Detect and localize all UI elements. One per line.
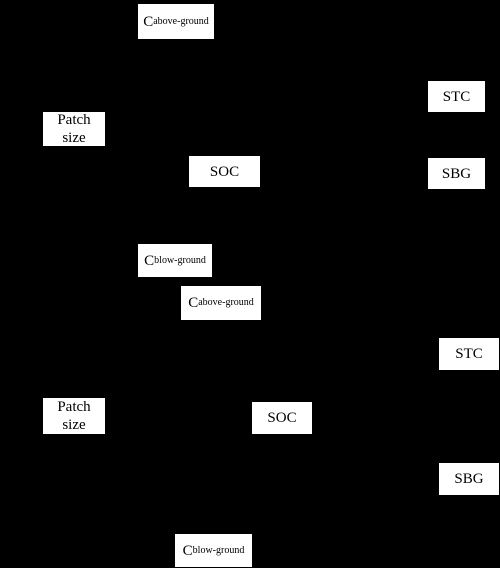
node-label: SBG bbox=[441, 165, 472, 182]
node-label-main: C bbox=[182, 542, 193, 559]
node-label: SOC bbox=[267, 410, 297, 426]
node-label: SBG bbox=[454, 471, 484, 487]
node-label-line-1: Patch bbox=[57, 112, 91, 128]
node-soc-panel-1: SOC bbox=[189, 156, 260, 187]
node-label-subscript: blow-ground bbox=[154, 254, 206, 266]
node-label: STC bbox=[455, 346, 483, 362]
node-label-main: C bbox=[188, 295, 199, 311]
node-label-line-2: size bbox=[62, 417, 86, 433]
node-label-main: C bbox=[144, 252, 155, 269]
node-label-line-2: size bbox=[62, 130, 86, 146]
node-patch-size-panel-1: Patch size bbox=[43, 112, 105, 146]
node-label-subscript: above-ground bbox=[153, 15, 209, 27]
node-patch-size-panel-2: Patch size bbox=[43, 398, 105, 434]
node-sbg-panel-1: SBG bbox=[428, 158, 485, 189]
node-soc-panel-2: SOC bbox=[252, 402, 312, 434]
node-label-subscript: above-ground bbox=[198, 297, 254, 308]
node-label: STC bbox=[442, 88, 471, 105]
node-stc-panel-1: STC bbox=[428, 81, 485, 112]
node-stc-panel-2: STC bbox=[439, 338, 499, 370]
node-label-line-1: Patch bbox=[57, 399, 91, 415]
node-label-main: C bbox=[143, 13, 154, 30]
node-sbg-panel-2: SBG bbox=[439, 463, 499, 495]
node-label-subscript: blow-ground bbox=[192, 544, 245, 556]
node-label: SOC bbox=[209, 163, 240, 180]
